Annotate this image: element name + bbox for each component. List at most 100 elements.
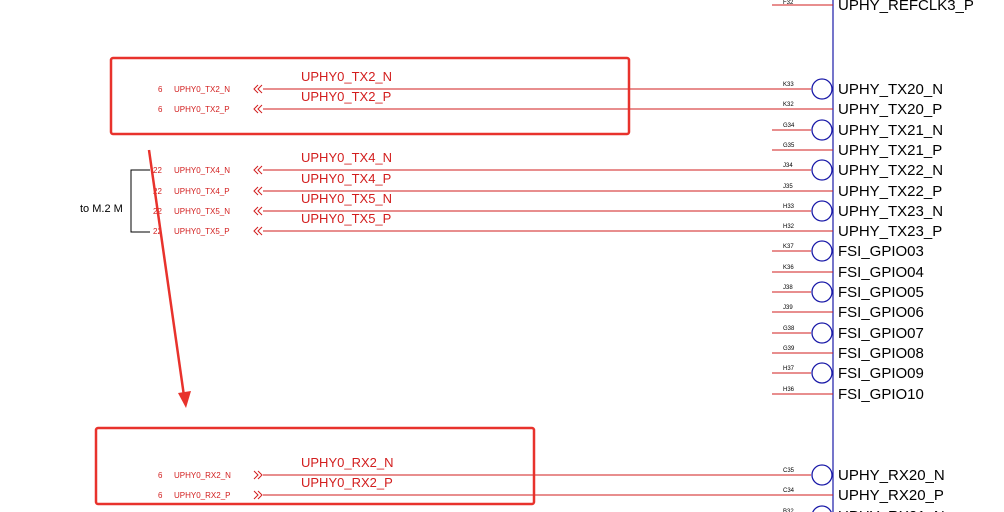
net-uphy0-tx4-p: 22 UPHY0_TX4_P UPHY0_TX4_P — [153, 171, 777, 196]
net-label: UPHY0_TX2_P — [301, 89, 391, 104]
inversion-bubble — [811, 78, 833, 100]
net-label: UPHY0_TX5_P — [301, 211, 391, 226]
ic-pin-uphy-tx21-p: G35 UPHY_TX21_P — [772, 142, 942, 159]
pin-number: G35 — [783, 143, 795, 149]
port-chevron — [257, 490, 263, 500]
bracket-line — [130, 169, 150, 233]
pin-number: K36 — [783, 265, 794, 271]
ic-pin-fsi-gpio07: G38 FSI_GPIO07 — [772, 322, 924, 344]
ic-pin-uphy-rx20-n: C35 UPHY_RX20_N — [772, 464, 945, 486]
m2-bracket-annotation: to M.2 M — [80, 169, 150, 233]
inversion-bubble — [811, 464, 833, 486]
pin-name: UPHY_TX20_N — [838, 81, 943, 98]
pin-name: UPHY_RX20_P — [838, 487, 944, 504]
pin-number: J38 — [783, 285, 793, 291]
inversion-bubble — [811, 200, 833, 222]
pin-number: H36 — [783, 387, 795, 393]
port-name: UPHY0_RX2_N — [174, 471, 231, 480]
pin-name: FSI_GPIO06 — [838, 304, 924, 321]
page-ref: 22 — [153, 187, 162, 196]
pin-number: J34 — [783, 163, 793, 169]
page-ref: 6 — [158, 105, 163, 114]
highlight-arrow — [147, 149, 191, 408]
pin-name: FSI_GPIO08 — [838, 345, 924, 362]
annotation-label: to M.2 M — [80, 203, 123, 215]
port-chevron — [253, 104, 259, 114]
pin-refclk3-p: F32 UPHY_REFCLK3_P — [772, 0, 974, 14]
net-label: UPHY0_TX4_P — [301, 171, 391, 186]
net-label: UPHY0_TX2_N — [301, 69, 392, 84]
pin-number: F32 — [783, 0, 794, 6]
ic-pin-uphy-tx22-n: J34 UPHY_TX22_N — [772, 159, 943, 181]
port-chevron — [257, 226, 263, 236]
pin-number: B32 — [783, 509, 794, 512]
pin-name: FSI_GPIO05 — [838, 284, 924, 301]
port-chevron — [253, 165, 259, 175]
pin-number: J35 — [783, 184, 793, 190]
port-name: UPHY0_TX5_N — [174, 207, 230, 216]
pin-number: K37 — [783, 244, 794, 250]
port-chevron — [253, 226, 259, 236]
ic-rx-pin-list: C35 UPHY_RX20_N C34UPHY_RX20_PB32UPHY_RX21… — [772, 464, 945, 512]
port-name: UPHY0_TX2_P — [174, 105, 230, 114]
highlight-box-tx2 — [109, 56, 631, 136]
pin-name: UPHY_RX20_N — [838, 467, 945, 484]
ic-pin-fsi-gpio10: H36 FSI_GPIO10 — [772, 386, 924, 403]
ic-pin-uphy-rx21-n: B32UPHY_RX21_N — [783, 505, 945, 512]
pin-number: H32 — [783, 224, 795, 230]
port-chevron — [257, 104, 263, 114]
pin-name: UPHY_TX20_P — [838, 101, 942, 118]
port-chevron — [253, 84, 259, 94]
port-chevron — [253, 470, 259, 480]
inversion-bubble — [811, 322, 833, 344]
port-chevron — [257, 165, 263, 175]
port-name: UPHY0_TX4_P — [174, 187, 230, 196]
net-label: UPHY0_RX2_P — [301, 475, 393, 490]
pin-name: UPHY_TX21_N — [838, 122, 943, 139]
inversion-bubble — [811, 159, 833, 181]
net-uphy0-tx2-p: 6 UPHY0_TX2_P UPHY0_TX2_P — [158, 89, 777, 114]
pin-name: FSI_GPIO04 — [838, 264, 924, 281]
pin-name: UPHY_TX22_P — [838, 183, 942, 200]
inversion-bubble — [812, 505, 832, 512]
port-chevron — [253, 490, 259, 500]
port-name: UPHY0_TX2_N — [174, 85, 230, 94]
pin-name: UPHY_TX23_N — [838, 203, 943, 220]
pin-name: UPHY_TX22_N — [838, 162, 943, 179]
inversion-bubble — [811, 119, 833, 141]
pin-name: FSI_GPIO10 — [838, 386, 924, 403]
pin-name: UPHY_REFCLK3_P — [838, 0, 974, 14]
pin-name: UPHY_TX21_P — [838, 142, 942, 159]
inversion-bubble — [811, 362, 833, 384]
port-chevron — [253, 206, 259, 216]
port-chevron — [257, 186, 263, 196]
port-chevron — [257, 84, 263, 94]
port-name: UPHY0_TX4_N — [174, 166, 230, 175]
page-ref: 22 — [153, 227, 162, 236]
highlight-box-rx2 — [94, 426, 536, 506]
inversion-bubble — [811, 240, 833, 262]
net-uphy0-tx4-n: 22 UPHY0_TX4_N UPHY0_TX4_N — [153, 150, 777, 175]
net-label: UPHY0_TX4_N — [301, 150, 392, 165]
pin-name: FSI_GPIO07 — [838, 325, 924, 342]
pin-number: H37 — [783, 366, 795, 372]
pin-number: C35 — [783, 468, 795, 474]
page-ref: 22 — [153, 166, 162, 175]
ic-pin-fsi-gpio05: J38 FSI_GPIO05 — [772, 281, 924, 303]
pin-number: G38 — [783, 326, 795, 332]
